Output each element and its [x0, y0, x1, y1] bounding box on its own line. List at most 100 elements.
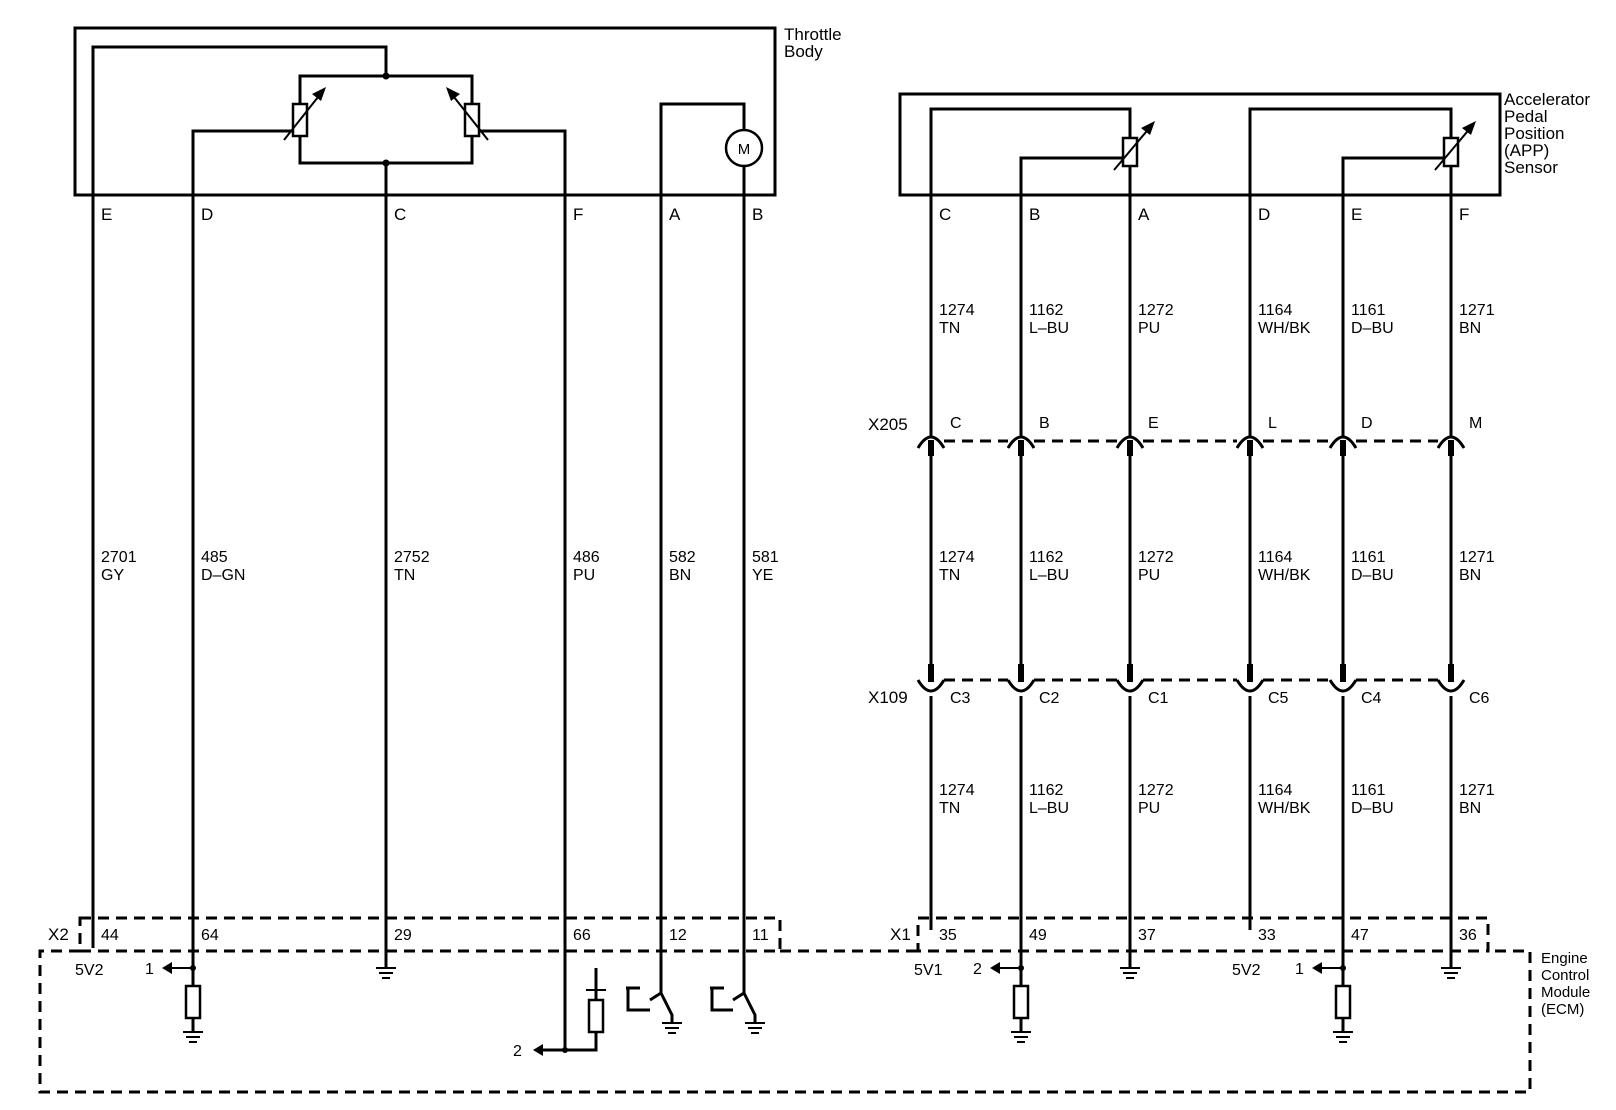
terminal-male	[1247, 664, 1253, 682]
throttle-wires	[91, 195, 746, 1050]
arrow-head	[990, 962, 1000, 974]
ecm-pin: 37	[1138, 927, 1156, 944]
app-circuit-number: 1274	[939, 302, 975, 319]
ground-icon	[662, 1022, 682, 1034]
terminal-male	[1018, 440, 1024, 456]
ground-icon	[183, 1031, 203, 1043]
terminal-female	[1235, 435, 1265, 449]
x205-cavity: C	[950, 415, 962, 432]
app-sensor-label-4: (APP)	[1504, 141, 1549, 160]
app-wire-color: PU	[1138, 567, 1160, 584]
x109-cavity: C6	[1469, 690, 1490, 707]
throttle-body-label-1: Throttle	[784, 25, 842, 44]
ecm-label-2: Control	[1541, 967, 1589, 984]
app-wire-color: BN	[1459, 567, 1481, 584]
ecm-resistor	[184, 984, 202, 1020]
app-internal-wiring	[929, 107, 1453, 195]
tb-pin-c: C	[394, 205, 406, 224]
app-wire-color: D–BU	[1351, 800, 1394, 817]
app-wire-color: D–BU	[1351, 567, 1394, 584]
app-sensor-label-1: Accelerator	[1504, 90, 1590, 109]
app-pin: C	[939, 205, 951, 224]
app-wire-color: WH/BK	[1258, 567, 1311, 584]
app-wire-color: BN	[1459, 320, 1481, 337]
ecm-resistor	[1334, 984, 1352, 1020]
ecm-label-1: Engine	[1541, 950, 1588, 967]
app-sensor-label-5: Sensor	[1504, 158, 1558, 177]
app-wire-color: D–BU	[1351, 320, 1394, 337]
app-circuit-number: 1271	[1459, 782, 1495, 799]
signal-ref-label: 1	[145, 961, 154, 978]
app-wire-color: L–BU	[1029, 800, 1069, 817]
tb-pin-f: F	[573, 205, 583, 224]
terminal-male	[1247, 440, 1253, 456]
terminal-male	[1127, 440, 1133, 456]
app-wires	[929, 195, 1453, 968]
arrow-head	[1462, 121, 1476, 135]
app-circuit-number: 1164	[1258, 782, 1293, 799]
throttle-body-box	[73, 26, 777, 197]
app-wire-color: TN	[939, 800, 960, 817]
app-labels-segment-1: 1274 TN 1162 L–BU 1272 PU 1164 WH/BK 116…	[939, 302, 1495, 337]
app-circuit-number: 1274	[939, 549, 975, 566]
tb-wire-color: PU	[573, 567, 595, 584]
signal-ref-label: 2	[973, 961, 982, 978]
x205-cavity: E	[1148, 415, 1159, 432]
junction-dot	[562, 1047, 568, 1053]
app-sensor-2-arrow	[1434, 125, 1473, 171]
app-circuit-number: 1162	[1029, 549, 1064, 566]
ecm-pin: 49	[1029, 927, 1047, 944]
app-wire-color: PU	[1138, 320, 1160, 337]
signal-ref-label: 1	[1295, 961, 1304, 978]
terminal-female	[916, 679, 946, 693]
terminal-female	[1115, 435, 1145, 449]
app-sensor-label-2: Pedal	[1504, 107, 1547, 126]
app-sensor-label-3: Position	[1504, 124, 1564, 143]
tb-circuit-number: 486	[573, 549, 600, 566]
app-circuit-number: 1162	[1029, 302, 1064, 319]
app-labels-segment-3: 1274 TN 1162 L–BU 1272 PU 1164 WH/BK 116…	[939, 782, 1495, 817]
ecm-pin: 12	[669, 927, 687, 944]
app-circuit-number: 1272	[1138, 549, 1174, 566]
terminal-female	[1235, 679, 1265, 693]
app-circuit-number: 1164	[1258, 302, 1293, 319]
app-circuit-number: 1272	[1138, 782, 1174, 799]
tb-pin-a: A	[669, 205, 681, 224]
connector-x2	[78, 916, 782, 953]
app-wire-color: WH/BK	[1258, 320, 1311, 337]
tb-wire-color: BN	[669, 567, 691, 584]
terminal-male	[1340, 440, 1346, 456]
x109-cavity: C4	[1361, 690, 1382, 707]
app-circuit-number: 1161	[1351, 782, 1386, 799]
app-circuit-number: 1162	[1029, 782, 1064, 799]
throttle-body-label-2: Body	[784, 42, 823, 61]
app-circuit-number: 1164	[1258, 549, 1293, 566]
x109-cavity: C1	[1148, 690, 1169, 707]
app-labels-segment-2: 1274 TN 1162 L–BU 1272 PU 1164 WH/BK 116…	[939, 549, 1495, 584]
connector-x205-label: X205	[868, 415, 908, 434]
app-wire-color: PU	[1138, 800, 1160, 817]
terminal-female	[1436, 679, 1466, 693]
ground-lead	[586, 989, 606, 1000]
tb-circuit-number: 581	[752, 549, 779, 566]
junction-dot	[382, 159, 390, 167]
ecm-pin: 64	[201, 927, 219, 944]
terminal-female	[916, 435, 946, 449]
ecm-ref-label: 5V2	[75, 962, 104, 979]
ecm-internal-circuits: 1 2 2 1	[145, 948, 1461, 1060]
x205-cavity: D	[1361, 415, 1373, 432]
connector-x1	[916, 916, 1490, 953]
arrow-head	[1312, 962, 1322, 974]
app-wire-color: TN	[939, 567, 960, 584]
terminal-male	[928, 440, 934, 456]
ecm-pin: 35	[939, 927, 957, 944]
connector-x109-label: X109	[868, 688, 908, 707]
tb-wire-color: TN	[394, 567, 415, 584]
app-pin: A	[1138, 205, 1150, 224]
terminal-female	[1006, 679, 1036, 693]
app-sensor-box	[898, 92, 1502, 197]
ecm-label-4: (ECM)	[1541, 1001, 1584, 1018]
app-circuit-number: 1274	[939, 782, 975, 799]
tb-pin-d: D	[201, 205, 213, 224]
app-pin: F	[1459, 205, 1469, 224]
